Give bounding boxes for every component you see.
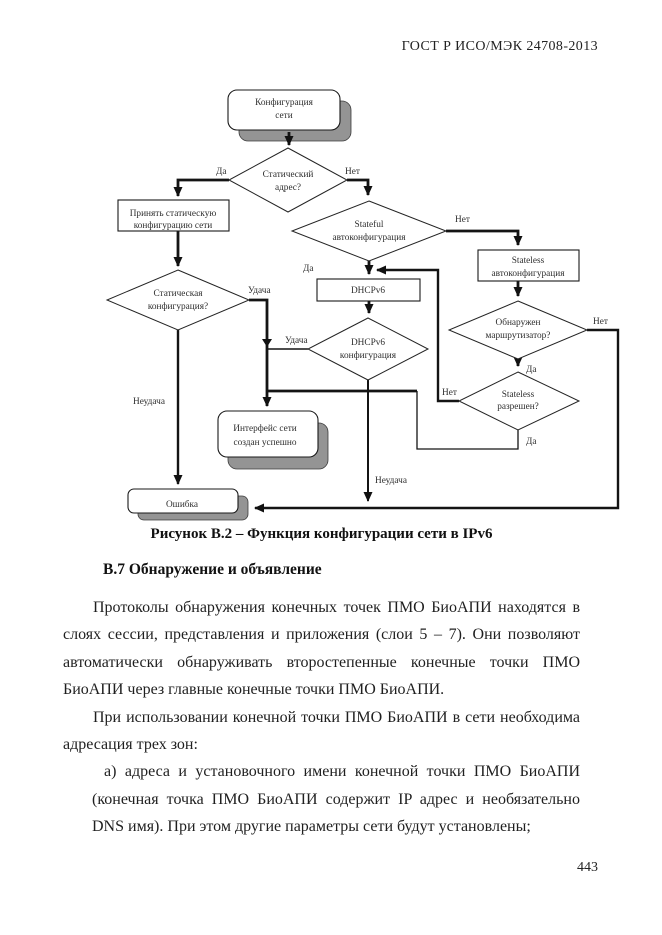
edge-static-yes [173, 178, 229, 197]
page-number: 443 [577, 860, 598, 875]
node-static-address-q: Статический адрес? [227, 147, 349, 213]
label-yes-stateful: Да [303, 264, 313, 274]
label-yes-router: Да [526, 365, 536, 375]
paragraph-item-a: а) адреса и установочного имени конечной… [92, 763, 580, 836]
mid-arrowhead [262, 339, 272, 347]
label-yes-static: Да [216, 167, 226, 177]
figure-caption: Рисунок В.2 – Функция конфигурации сети … [150, 526, 493, 542]
svg-text:Stateless: Stateless [512, 256, 545, 266]
svg-text:автоконфигурация: автоконфигурация [491, 268, 565, 279]
svg-text:адрес?: адрес? [275, 183, 301, 193]
edge-static-no [347, 178, 373, 196]
label-no-stateful: Нет [455, 215, 470, 225]
svg-text:Stateless: Stateless [502, 390, 535, 400]
label-fail-static: Неудача [133, 397, 165, 407]
node-error: Ошибка [127, 488, 239, 514]
node-accept-static: Принять статическую конфигурацию сети [117, 199, 230, 232]
svg-text:Статический: Статический [263, 169, 314, 180]
svg-text:сети: сети [275, 111, 292, 121]
svg-text:конфигурация: конфигурация [340, 350, 397, 361]
edge-stateless-no-return [376, 265, 459, 403]
label-no-router: Нет [593, 317, 608, 327]
edge-stateful-no [446, 229, 523, 246]
label-no-static: Нет [345, 167, 360, 177]
text-block: Рисунок В.2 – Функция конфигурации сети … [63, 526, 580, 841]
svg-text:Принять статическую: Принять статическую [130, 209, 217, 219]
svg-text:Конфигурация: Конфигурация [255, 97, 314, 108]
label-fail-dhcp: Неудача [375, 476, 407, 486]
node-router-discovered-q: Обнаружен маршрутизатор? [447, 300, 589, 360]
paragraph-addressing: При использовании конечной точки ПМО Био… [63, 708, 580, 754]
edge-static-success-to-interface [249, 298, 272, 407]
node-static-config-q: Статическая конфигурация? [105, 269, 251, 331]
edge-router-no-to-error [254, 328, 620, 513]
svg-text:автоконфигурация: автоконфигурация [332, 232, 406, 243]
document-header: ГОСТ Р ИСО/МЭК 24708-2013 [401, 39, 598, 54]
svg-text:Обнаружен: Обнаружен [496, 317, 541, 328]
label-success-dhcp: Удача [285, 336, 308, 346]
svg-text:Статическая: Статическая [153, 289, 203, 299]
svg-text:Интерфейс сети: Интерфейс сети [233, 423, 297, 434]
label-no-stateless: Нет [442, 388, 457, 398]
svg-text:Ошибка: Ошибка [166, 499, 198, 510]
svg-text:Stateful: Stateful [355, 219, 384, 230]
edge-stateless-yes [416, 391, 519, 450]
svg-text:DHCPv6: DHCPv6 [351, 286, 385, 296]
node-stateless-allowed-q: Stateless разрешен? [457, 371, 581, 431]
node-stateful-q: Stateful автоконфигурация [290, 200, 448, 262]
svg-text:создан успешно: создан успешно [233, 438, 296, 448]
svg-text:конфигурацию сети: конфигурацию сети [134, 220, 213, 231]
node-stateless-autoconf: Stateless автоконфигурация [477, 249, 580, 282]
node-dhcpv6: DHCPv6 [316, 278, 421, 302]
svg-text:разрешен?: разрешен? [497, 402, 539, 412]
ipv6-network-configuration-flowchart: Конфигурация сети Статический адрес? При… [105, 89, 620, 521]
node-dhcpv6-config-q: DHCPv6 конфигурация [306, 317, 430, 381]
label-yes-stateless: Да [526, 437, 536, 447]
paragraph-discovery: Протоколы обнаружения конечных точек ПМО… [63, 599, 580, 699]
svg-text:конфигурация?: конфигурация? [148, 301, 208, 312]
svg-text:маршрутизатор?: маршрутизатор? [486, 331, 551, 341]
node-interface-created: Интерфейс сети создан успешно [217, 410, 319, 458]
svg-text:DHCPv6: DHCPv6 [351, 338, 385, 348]
section-heading: В.7 Обнаружение и объявление [103, 561, 322, 578]
node-start: Конфигурация сети [227, 89, 341, 131]
label-success-static: Удача [248, 286, 271, 296]
